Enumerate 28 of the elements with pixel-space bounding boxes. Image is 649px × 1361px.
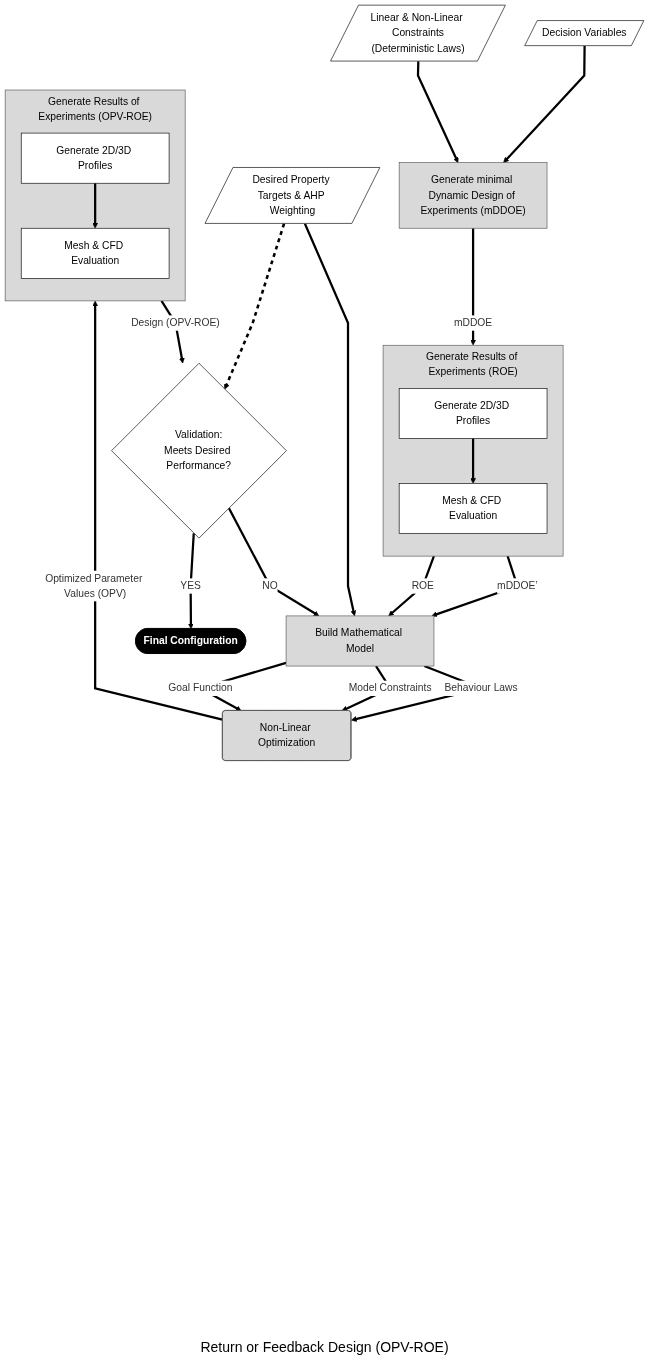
node-box: Mesh & CFD Evaluation [398,483,548,534]
edge-label: mDDOE [453,317,493,329]
node-box: Generate minimal Dynamic Design of Experiments (mDDOE) [398,162,548,229]
arrow [224,223,286,390]
edge-label: YES [180,580,201,592]
edge-label: Goal Function [168,682,233,694]
arrow [503,45,586,163]
arrow [188,533,195,630]
edge-label: Behaviour Laws [444,682,518,694]
arrow [303,223,357,617]
edge-label: Design (OPV-ROE) [131,317,220,329]
edge-label: mDDOE’ [497,580,538,592]
node-box: Mesh & CFD Evaluation [20,227,170,279]
edge-label: Model Constraints [348,682,432,694]
arrow [227,507,320,617]
arrow [416,61,459,163]
edge-label: ROE [411,580,434,592]
arrow [388,555,435,617]
edge-label: Optimized Parameter Values (OPV) [45,572,143,599]
node-box: Build Mathematical Model [285,615,435,667]
arrow [470,438,476,484]
note-text: Return or Feedback Design (OPV-ROE) [200,1339,449,1355]
arrow [470,228,476,346]
arrow [92,183,98,229]
node-diamond: Validation: Meets Desired Performance? [111,362,287,539]
node-box: Generate 2D/3D Profiles [20,132,170,184]
node-box: Generate 2D/3D Profiles [398,388,548,439]
edge-label: NO [262,580,278,592]
